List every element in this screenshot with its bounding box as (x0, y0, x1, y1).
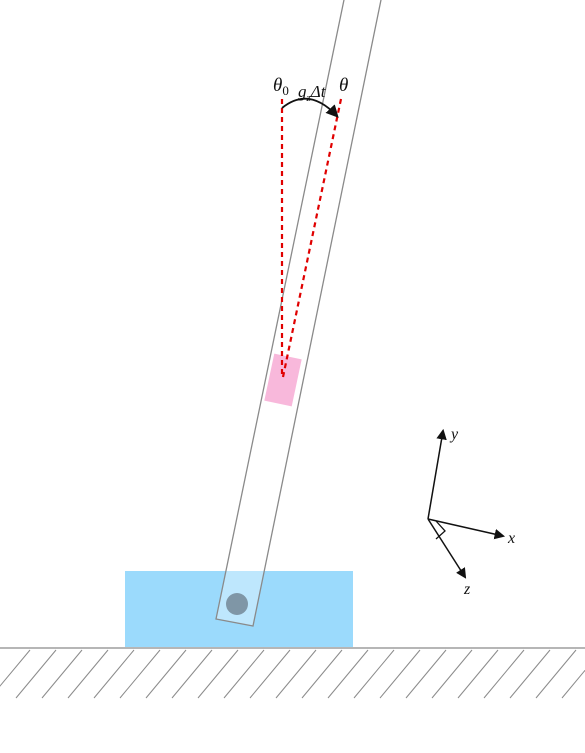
hatch-line (223, 649, 265, 699)
hatch-line (67, 649, 109, 699)
reference-line-theta (281, 98, 343, 378)
hatch-line (431, 649, 473, 699)
hatch-line (249, 649, 291, 699)
theta-label: θ (339, 75, 348, 96)
hatch-line (509, 649, 551, 699)
hatch-line (457, 649, 499, 699)
hatch-line (275, 649, 317, 699)
hatch-line (301, 649, 343, 699)
hatch-line (0, 649, 31, 687)
hatch-line (483, 649, 525, 699)
hatch-line (15, 649, 57, 699)
y-axis-arrow (427, 428, 447, 520)
hatch-line (171, 649, 213, 699)
hatch-line (535, 649, 577, 699)
theta0-label: θ0 (273, 75, 289, 98)
ground (0, 647, 585, 699)
pivot-joint (226, 593, 248, 615)
pendulum-rod (215, 0, 382, 627)
coordinate-axes (427, 428, 506, 579)
z-axis-label: z (463, 581, 471, 598)
x-axis-label: x (507, 530, 515, 547)
hatch-line (379, 649, 421, 699)
right-angle-marker (435, 520, 446, 540)
hatch-line (41, 649, 83, 699)
hatch-line (353, 649, 395, 699)
y-axis-label: y (449, 426, 459, 443)
hatch-line (93, 649, 135, 699)
rotation-label: gzΔt (298, 82, 327, 104)
hatch-line (561, 669, 585, 699)
hatch-line (119, 649, 161, 699)
hatch-line (405, 649, 447, 699)
hatch-line (145, 649, 187, 699)
sensor-block (264, 353, 302, 407)
hatch-line (327, 649, 369, 699)
x-axis-arrow (427, 518, 506, 540)
curved-arrow-icon (281, 97, 339, 118)
ground-hatching (0, 649, 585, 699)
z-axis-arrow (427, 518, 467, 579)
hatch-line (197, 649, 239, 699)
